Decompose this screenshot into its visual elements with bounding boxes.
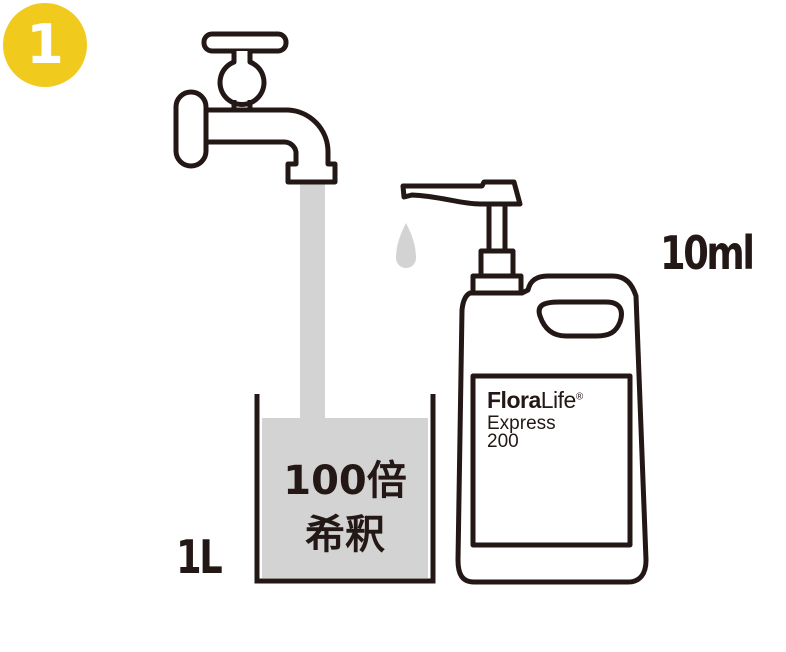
step-number: 1 [26,13,64,76]
brand-bold: Flora [487,387,541,413]
brand-light: Life [540,387,577,413]
dilution-label: 希釈 [305,512,385,558]
product-model: 200 [487,431,519,452]
product-volume: 10ml [660,226,755,280]
water-stream [300,180,325,420]
faucet-icon [173,31,338,185]
dilution-ratio: 100倍 [283,458,407,504]
brand-logo: FloraLife® [487,387,583,414]
pump-bottle [400,179,649,585]
water-volume: 1L [176,530,223,584]
step-badge [3,3,87,87]
beaker [254,394,436,584]
diluted-solution [262,418,428,578]
registered-mark: ® [575,391,583,403]
product-name: Express [487,413,556,434]
drop-icon [396,223,416,268]
